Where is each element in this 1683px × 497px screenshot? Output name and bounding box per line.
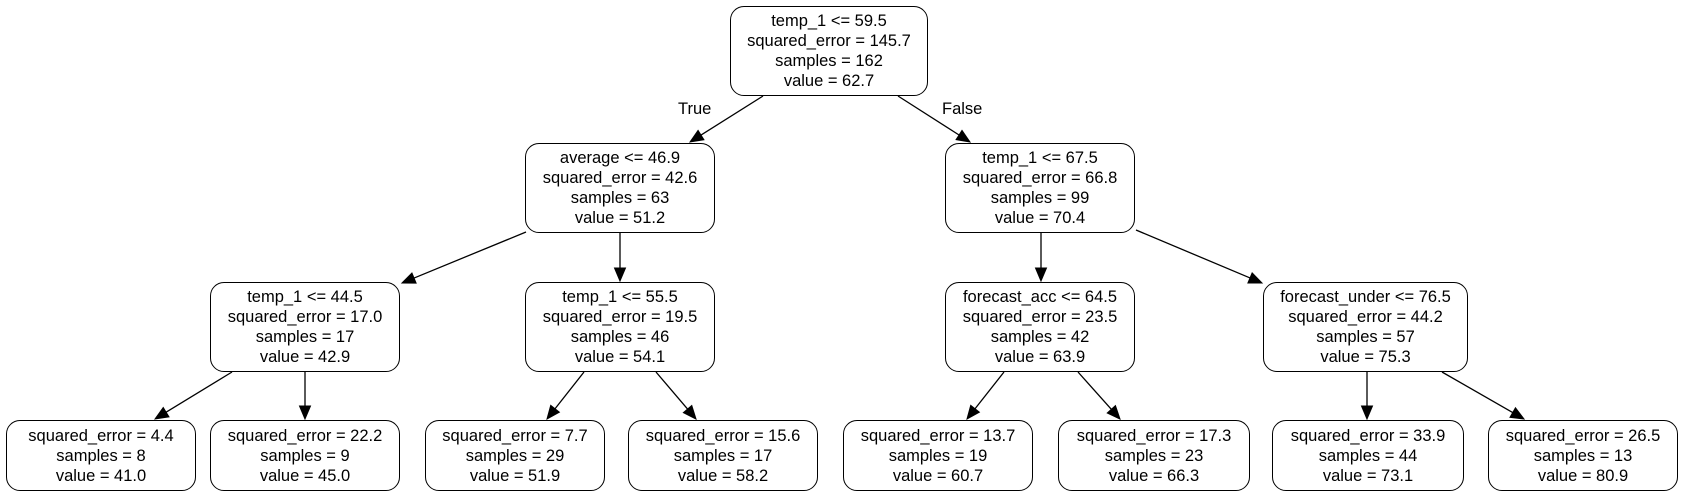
node-text-line: squared_error = 7.7 [442,426,588,445]
arrowhead-icon [400,272,417,284]
node-text-line: value = 75.3 [1320,348,1411,366]
tree-node-n2: temp_1 <= 67.5 squared_error = 66.8 sample… [945,143,1135,233]
arrowhead-icon [688,129,705,143]
arrowhead-icon [682,404,697,420]
node-text-line: samples = 57 [1316,328,1415,346]
node-text-line: samples = 13 [1533,446,1633,465]
tree-node-n1: average <= 46.9 squared_error = 42.6 sampl… [525,143,715,233]
node-text-line: value = 51.9 [469,466,561,485]
node-text-line: squared_error = 19.5 [542,308,698,326]
node-text-line: value = 41.0 [55,466,147,485]
edge-n2-n6 [1135,229,1251,279]
tree-node-n5: forecast_acc <= 64.5 squared_error = 23.5… [945,282,1135,372]
node-text-line: forecast_under <= 76.5 [1280,288,1451,306]
arrowhead-icon [1106,404,1121,420]
node-text-line: samples = 63 [570,189,670,207]
tree-node-n6: forecast_under <= 76.5 squared_error = 44… [1263,282,1468,372]
node-text-line: samples = 17 [673,446,773,465]
node-text-line: value = 73.1 [1322,466,1414,485]
node-text-line: value = 70.4 [994,209,1086,227]
node-text-line: value = 60.7 [892,466,984,485]
node-text-line: temp_1 <= 67.5 [982,149,1098,167]
node-text-line: value = 80.9 [1537,466,1629,485]
node-text-line: temp_1 <= 55.5 [562,288,678,306]
node-text-line: samples = 44 [1318,446,1418,465]
node-text-line: forecast_acc <= 64.5 [962,288,1118,306]
node-text-line: temp_1 <= 44.5 [247,288,363,306]
node-text-line: value = 58.2 [677,466,769,485]
node-text-line: samples = 162 [775,52,883,70]
node-text-line: samples = 23 [1104,446,1204,465]
node-text-line: value = 45.0 [259,466,351,485]
arrowhead-icon [298,405,312,421]
edge-n5-n11 [974,371,1005,410]
node-text-line: samples = 42 [990,328,1090,346]
node-text-line: squared_error = 13.7 [860,426,1016,445]
node-text-line: value = 66.3 [1108,466,1200,485]
node-text-line: average <= 46.9 [559,149,681,167]
node-text-line: value = 51.2 [574,209,666,227]
node-text-line: squared_error = 145.7 [747,32,911,50]
node-text-line: squared_error = 23.5 [962,308,1118,326]
node-text-line: samples = 29 [465,446,565,465]
node-text-line: squared_error = 4.4 [28,426,174,445]
node-text-line: squared_error = 66.8 [962,169,1118,187]
node-text-line: temp_1 <= 59.5 [771,12,887,30]
node-text-line: value = 62.7 [783,72,875,90]
tree-node-n0: temp_1 <= 59.5 squared_error = 145.7 sampl… [730,6,928,96]
arrowhead-icon [546,404,561,421]
node-text-line: value = 54.1 [574,348,666,366]
arrowhead-icon [966,404,981,421]
edge-label-true: True [678,100,712,118]
arrowhead-icon [1360,405,1374,421]
node-text-line: squared_error = 33.9 [1290,426,1446,445]
node-text-line: squared_error = 22.2 [227,426,383,445]
tree-node-n3: temp_1 <= 44.5 squared_error = 17.0 sample… [210,282,400,372]
node-text-line: samples = 17 [255,328,355,346]
node-text-line: value = 42.9 [259,348,351,366]
node-text-line: samples = 8 [56,446,146,465]
edge-n0-n2 [897,95,960,136]
node-text-line: squared_error = 17.3 [1076,426,1232,445]
node-text-line: samples = 9 [260,446,350,465]
arrowhead-icon [153,406,170,420]
node-text-line: samples = 99 [990,189,1090,207]
edge-label-false: False [942,100,983,118]
node-text-line: squared_error = 42.6 [542,169,698,187]
node-text-line: squared_error = 15.6 [645,426,801,445]
arrowhead-icon [1509,406,1526,420]
edge-n4-n10 [655,371,689,410]
node-text-line: squared_error = 44.2 [1288,308,1443,326]
arrowhead-icon [1247,272,1264,284]
tree-node-n4: temp_1 <= 55.5 squared_error = 19.5 sample… [525,282,715,372]
node-text-line: squared_error = 26.5 [1505,426,1661,445]
arrowhead-icon [1034,267,1048,283]
edge-n6-n14 [1441,371,1514,414]
edge-n4-n9 [554,371,585,410]
node-text-line: squared_error = 17.0 [227,308,383,326]
edge-n1-n3 [413,231,527,279]
edge-n5-n12 [1077,371,1112,410]
node-text-line: samples = 19 [888,446,988,465]
arrowhead-icon [955,129,972,143]
node-text-line: samples = 46 [570,328,670,346]
node-text-line: value = 63.9 [994,348,1086,366]
arrowhead-icon [613,267,627,283]
edge-n3-n7 [165,371,233,413]
edge-n0-n1 [700,95,764,136]
